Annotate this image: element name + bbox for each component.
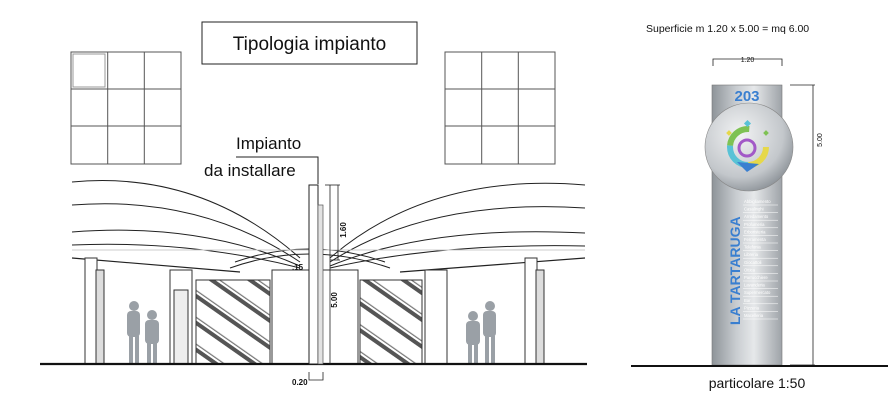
directory-item: Arredamento: [744, 214, 769, 219]
directory-item: Abbigliamento: [744, 199, 771, 204]
directory-item: Profumeria: [744, 222, 765, 227]
directory-item: Ottica: [744, 267, 756, 272]
directory-item: Lavanderia: [744, 283, 765, 288]
scale-caption: particolare 1:50: [709, 375, 806, 391]
totem-height-dimension: 5.00: [790, 84, 824, 366]
person-figures-right: [466, 301, 496, 364]
window-grid-left: [70, 51, 182, 165]
glass-door-left: [195, 279, 271, 365]
totem-directory: AbbigliamentoCasalinghiArredamentoProfum…: [743, 199, 778, 320]
elevation-dimensions: 1.60 5.00 .15 0.20: [292, 184, 348, 387]
directory-item: Giocattoli: [744, 260, 762, 265]
window-grid-right: [444, 51, 556, 165]
dim-top-height: 1.60: [339, 222, 348, 238]
totem-height-label: 5.00: [817, 133, 824, 147]
directory-item: Macelleria: [744, 313, 764, 318]
surface-text: Superficie m 1.20 x 5.00 = mq 6.00: [646, 23, 809, 35]
directory-item: Supermercato: [744, 290, 771, 295]
dim-offset: .15: [292, 263, 304, 272]
directory-item: Pizzeria: [744, 305, 760, 310]
totem-width-dimension: 1.20: [712, 57, 783, 66]
directory-item: Ferramenta: [744, 237, 766, 242]
directory-item: Casalinghi: [744, 207, 764, 212]
directory-item: Telefonia: [744, 245, 761, 250]
glass-door-right: [359, 279, 423, 365]
callout-line1: Impianto: [236, 134, 301, 153]
pylon-elevation: [308, 184, 324, 365]
directory-item: Parrucchiere: [744, 275, 768, 280]
callout-line2: da installare: [204, 161, 296, 180]
title-text: Tipologia impianto: [233, 34, 387, 55]
totem-detail: Superficie m 1.20 x 5.00 = mq 6.00 1.20 …: [631, 23, 888, 391]
building-elevation: Impianto da installare 1.60 5.00 .15 0.2…: [40, 51, 587, 387]
callout: Impianto da installare: [204, 134, 319, 184]
totem-disc: [704, 102, 794, 192]
dim-base-width: 0.20: [292, 378, 308, 387]
person-figures-left: [127, 301, 159, 364]
directory-item: Erboristeria: [744, 229, 766, 234]
totem-brand: LA TARTARUGA: [727, 216, 743, 325]
title-box: Tipologia impianto: [201, 21, 418, 65]
directory-item: Bar: [744, 298, 751, 303]
directory-item: Libreria: [744, 252, 759, 257]
dim-total-height: 5.00: [330, 292, 339, 308]
totem-number: 203: [734, 88, 759, 105]
totem-width-label: 1.20: [741, 57, 755, 64]
logo-icon: [726, 119, 769, 172]
